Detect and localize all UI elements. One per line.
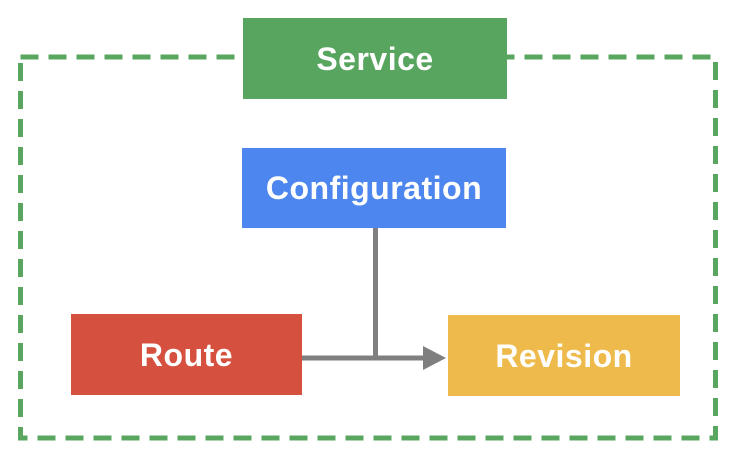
node-route-label: Route bbox=[139, 336, 234, 373]
node-service: Service bbox=[243, 18, 507, 99]
node-revision-label: Revision bbox=[495, 337, 633, 374]
node-revision: Revision bbox=[448, 315, 680, 396]
node-configuration-label: Configuration bbox=[265, 170, 483, 206]
node-route: Route bbox=[71, 314, 302, 395]
node-service-label: Service bbox=[316, 40, 434, 77]
node-configuration: Configuration bbox=[242, 148, 506, 228]
arrowhead-icon bbox=[423, 346, 446, 370]
